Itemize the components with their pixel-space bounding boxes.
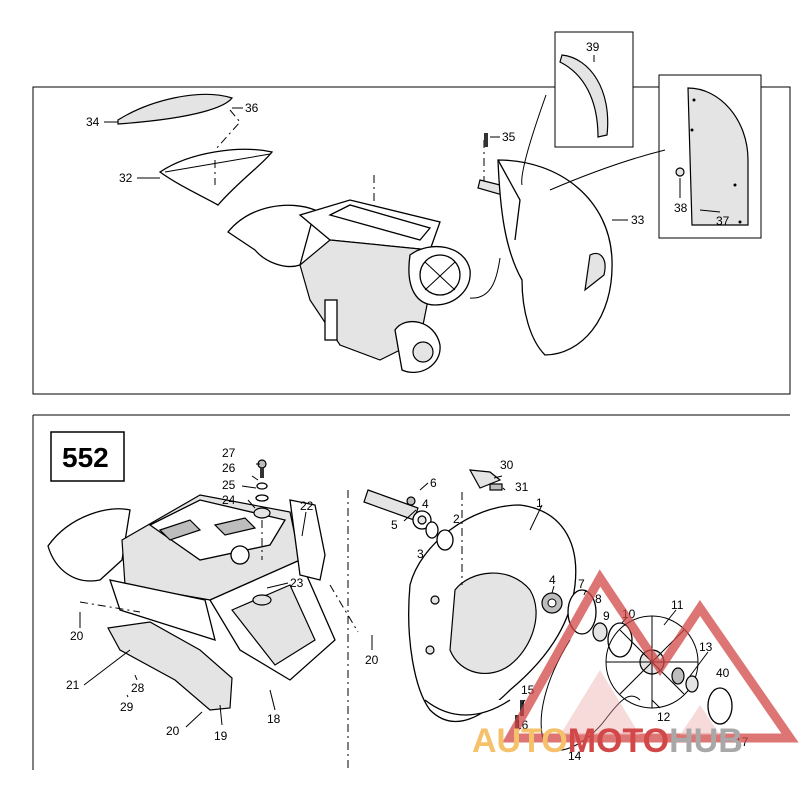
callout-27: 27 (222, 446, 236, 460)
callout-28: 28 (131, 681, 145, 695)
model-badge: 552 (62, 442, 109, 473)
callout-30: 30 (500, 458, 514, 472)
callout-22: 22 (300, 499, 314, 513)
callout-9: 9 (603, 609, 610, 623)
callout-1: 1 (536, 496, 543, 510)
inset-box-39 (554, 31, 634, 148)
part-23-grommet (252, 594, 272, 606)
callout-32: 32 (119, 171, 133, 185)
watermark-logo (502, 569, 799, 743)
callout-21: 21 (66, 678, 80, 692)
part-39-seal (559, 54, 609, 138)
callout-40: 40 (716, 666, 730, 680)
part-19-bracket (107, 621, 233, 711)
part-34-cover (117, 93, 233, 125)
callout-12: 12 (657, 710, 671, 724)
callout-37: 37 (716, 214, 730, 228)
top-panel-frame (32, 86, 791, 395)
part-1-belt-housing (408, 504, 577, 722)
callout-14: 14 (568, 749, 582, 763)
callout-3: 3 (417, 547, 424, 561)
part-37-panel (687, 87, 749, 226)
model-badge-box (50, 431, 125, 482)
callout-24: 24 (222, 493, 236, 507)
callout-35: 35 (502, 130, 516, 144)
callout-39: 39 (586, 40, 600, 54)
engine-housing-bottom (47, 494, 336, 681)
callout-6: 6 (430, 476, 437, 490)
callout-8: 8 (595, 592, 602, 606)
callout-4-top: 4 (422, 497, 429, 511)
callout-23: 23 (290, 576, 304, 590)
part-24-grommet (253, 507, 271, 519)
callout-31: 31 (515, 480, 529, 494)
callout-20-right: 20 (365, 653, 379, 667)
callout-38: 38 (674, 201, 688, 215)
part-32-pad (158, 148, 274, 206)
watermark-text-auto: AUTOMOTOHUB (472, 722, 743, 760)
callout-4-lower: 4 (549, 573, 556, 587)
part-35-bolt (484, 133, 488, 147)
part-33-belt-guard (477, 159, 613, 356)
callout-20-left: 20 (70, 629, 84, 643)
callout-25: 25 (222, 478, 236, 492)
callout-2: 2 (453, 512, 460, 526)
callout-5: 5 (391, 518, 398, 532)
callout-7: 7 (578, 577, 585, 591)
callout-11: 11 (671, 598, 684, 612)
callout-33: 33 (631, 213, 645, 227)
part-40-cap (707, 687, 733, 725)
callout-34: 34 (86, 115, 100, 129)
engine-assembly-top (227, 199, 471, 374)
callout-18: 18 (267, 712, 281, 726)
callout-36: 36 (245, 101, 259, 115)
part-30-clip (468, 469, 502, 489)
callout-13: 13 (699, 640, 713, 654)
callout-29: 29 (120, 700, 134, 714)
part-38-washer (675, 167, 685, 177)
callout-20-bottom: 20 (166, 724, 180, 738)
callout-26: 26 (222, 461, 236, 475)
part-14-belt (540, 639, 641, 751)
callout-19: 19 (214, 729, 228, 743)
